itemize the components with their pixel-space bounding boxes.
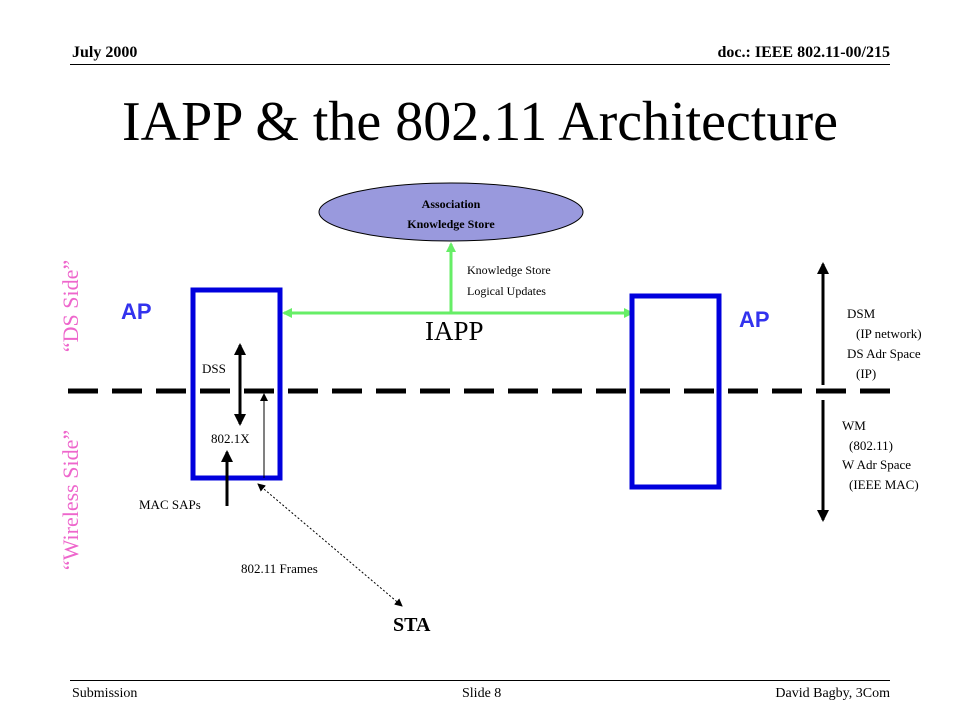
ip-label: (IP) [856,366,877,381]
ks-updates-label: Knowledge Store Logical Updates [467,260,551,302]
w-80211-label: (802.11) [849,437,893,453]
footer-rule [70,680,890,681]
knowledge-store-ellipse [318,182,584,242]
knowledge-store-line2: Knowledge Store [407,217,495,231]
dsm-label: DSM [847,306,876,321]
ieee-mac-label: (IEEE MAC) [849,476,919,492]
wm-notes: WM (802.11) W Adr Space (IEEE MAC) [842,416,919,494]
ip-network-label: (IP network) [856,326,922,341]
slide-title: IAPP & the 802.11 Architecture [122,91,838,153]
footer-author: David Bagby, 3Com [775,686,890,701]
sta-label: STA [393,614,431,636]
frames-label: 802.11 Frames [241,561,318,576]
dss-label: DSS [202,361,226,376]
ds-adr-space-label: DS Adr Space [847,346,921,361]
ks-updates-line2: Logical Updates [467,284,546,298]
footer-slide-number: Slide 8 [462,686,502,701]
dot1x-label: 802.1X [211,431,250,446]
header-rule [70,64,890,65]
ap-right-label: AP [739,307,770,332]
ks-updates-line1: Knowledge Store [467,263,551,277]
footer-submission: Submission [72,686,138,701]
wireless-side-label: “Wireless Side” [58,429,83,571]
mac-saps-label: MAC SAPs [139,497,201,512]
ap-right-box [629,293,722,490]
ds-side-label: “DS Side” [58,259,83,353]
wm-label: WM [842,418,866,433]
ap-left-box [190,287,283,481]
frames-arrow [257,483,403,607]
header-date: July 2000 [72,44,138,61]
iapp-label: IAPP [425,316,484,346]
knowledge-store-label: Association Knowledge Store [351,194,551,234]
knowledge-store-line1: Association [421,197,481,211]
dsm-notes: DSM (IP network) DS Adr Space (IP) [847,304,922,384]
header-doc-id: doc.: IEEE 802.11-00/215 [717,44,890,61]
ap-left-label: AP [121,299,152,324]
w-adr-space-label: W Adr Space [842,457,912,472]
